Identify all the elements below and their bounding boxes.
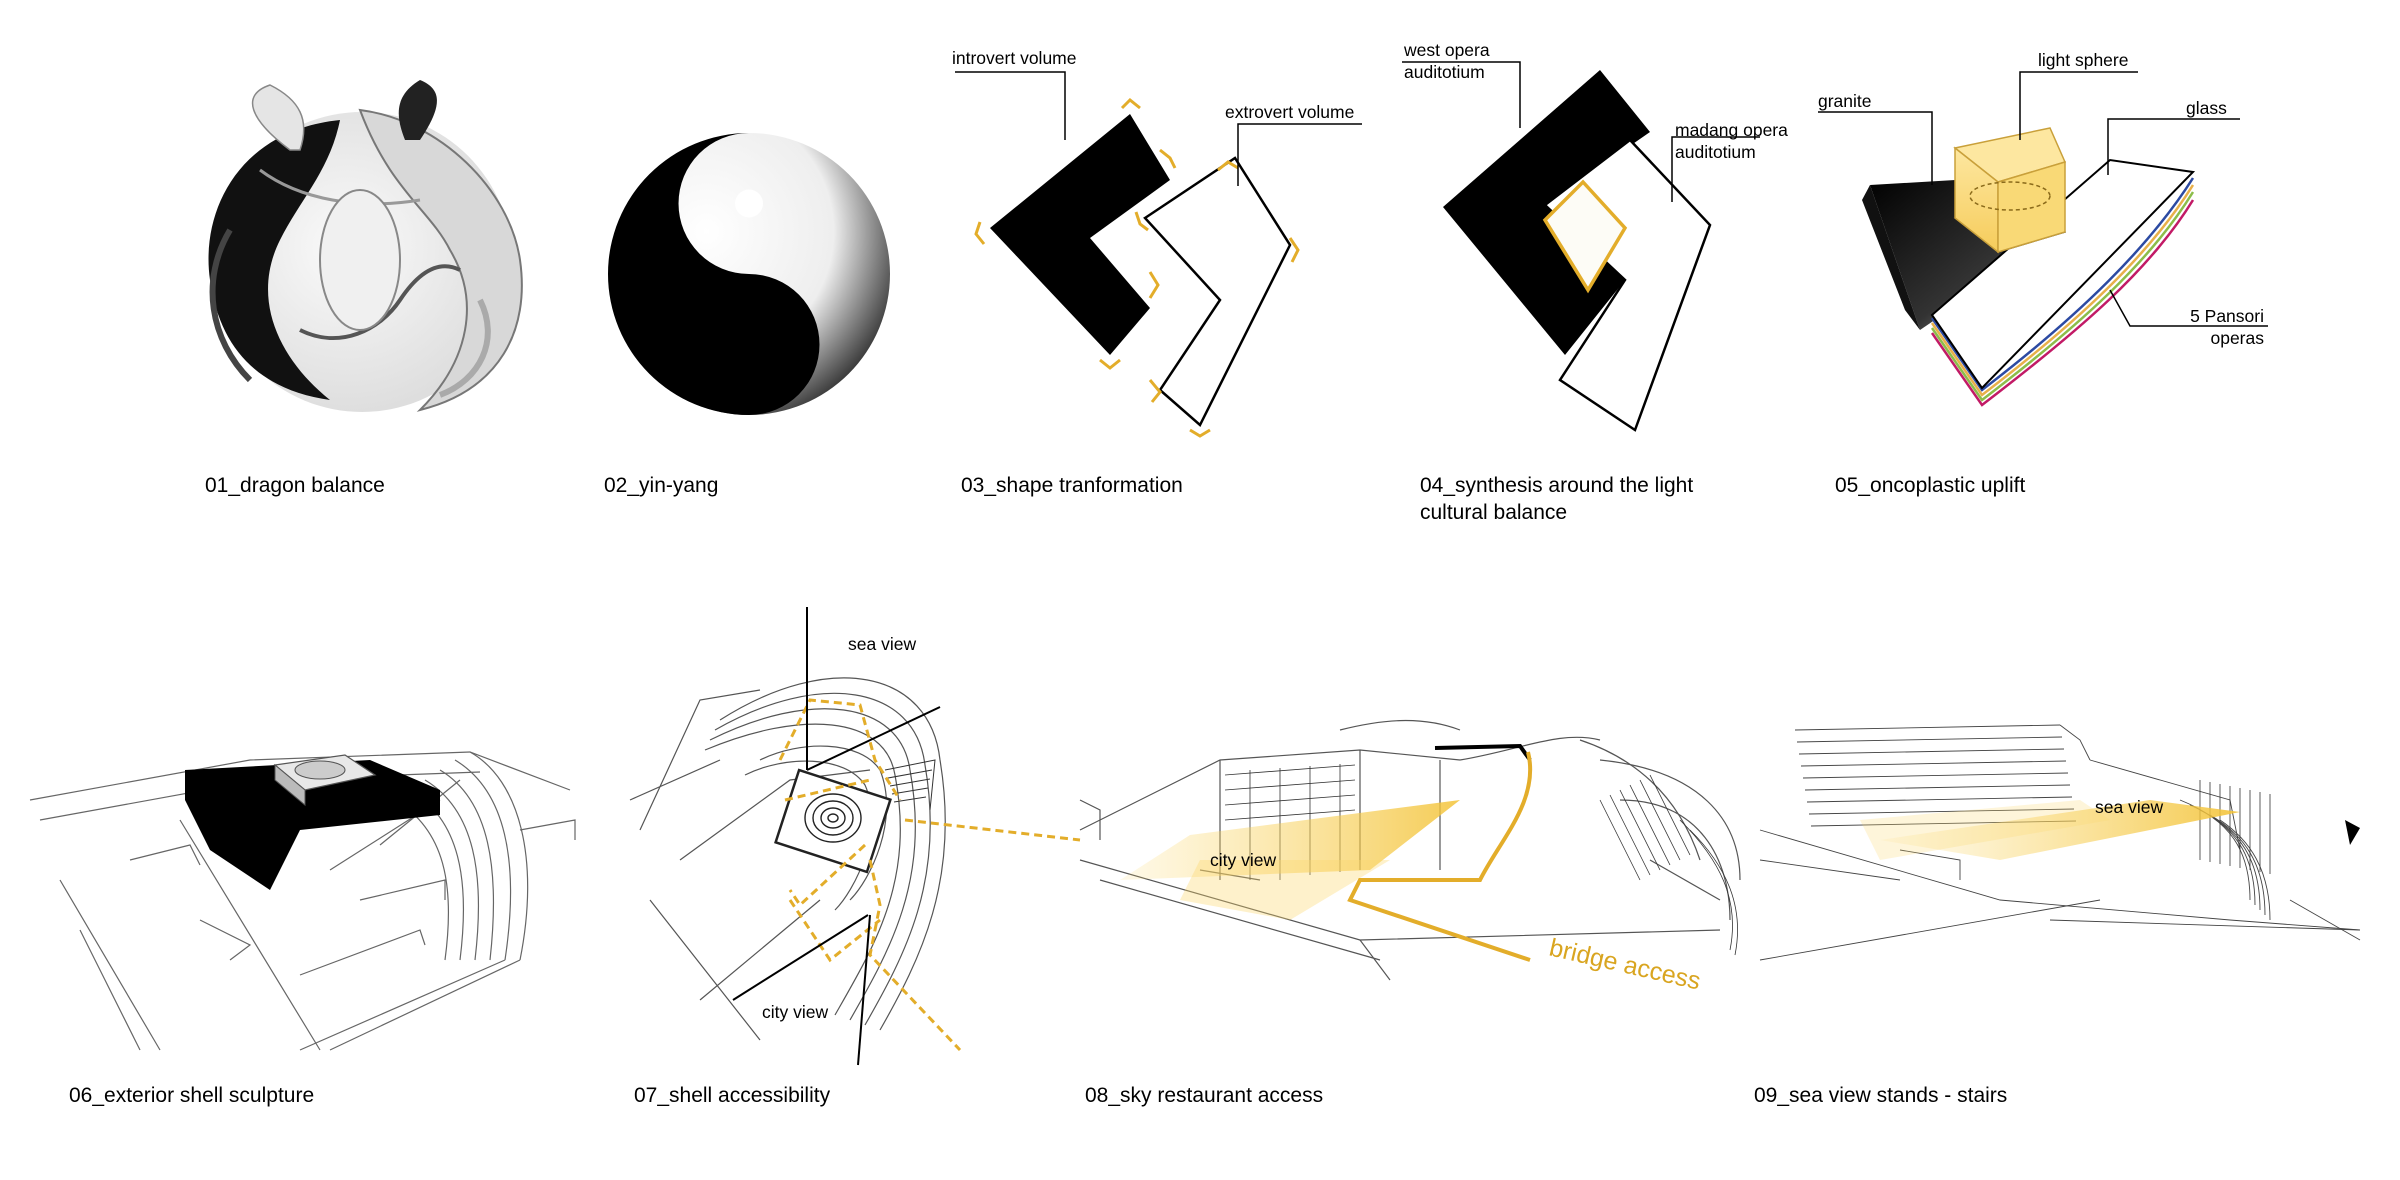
label-madang-opera-2: auditotium	[1675, 142, 1756, 162]
shape-transformation-diagram: introvert volume extrovert volume	[952, 48, 1362, 438]
caption-08: 08_sky restaurant access	[1085, 1084, 1323, 1107]
label-glass: glass	[2186, 98, 2227, 118]
oncoplastic-uplift-diagram: granite light sphere glass 5 Pansori ope…	[1818, 50, 2268, 407]
label-west-opera-2: auditotium	[1404, 62, 1485, 82]
label-sea-view-07: sea view	[848, 634, 916, 654]
label-bridge-access: bridge access	[1547, 934, 1704, 996]
caption-09: 09_sea view stands - stairs	[1754, 1084, 2007, 1107]
caption-04-line2: cultural balance	[1420, 501, 1567, 524]
shell-accessibility-drawing: sea view city view	[629, 607, 1081, 1066]
caption-03: 03_shape tranformation	[961, 474, 1183, 497]
label-pansori-1: 5 Pansori	[2190, 306, 2264, 326]
sea-view-stands-drawing: sea view	[1759, 724, 2361, 961]
label-madang-opera-1: madang opera	[1675, 120, 1788, 140]
label-extrovert-volume: extrovert volume	[1225, 102, 1354, 122]
exterior-shell-drawing	[29, 751, 576, 1051]
label-light-sphere: light sphere	[2038, 50, 2128, 70]
caption-01: 01_dragon balance	[205, 474, 385, 497]
caption-05: 05_oncoplastic uplift	[1835, 474, 2025, 497]
label-granite: granite	[1818, 91, 1872, 111]
sky-restaurant-drawing: city view bridge access	[1079, 719, 1741, 996]
dragon-balance-illustration	[208, 80, 523, 412]
label-city-view-07: city view	[762, 1002, 828, 1022]
caption-06: 06_exterior shell sculpture	[69, 1084, 314, 1107]
caption-04-line1: 04_synthesis around the light	[1420, 474, 1693, 497]
caption-07: 07_shell accessibility	[634, 1084, 831, 1107]
label-sea-view-09: sea view	[2095, 797, 2163, 817]
label-city-view-08: city view	[1210, 850, 1276, 870]
label-west-opera-1: west opera	[1403, 40, 1490, 60]
label-pansori-2: operas	[2210, 328, 2264, 348]
yin-yang-symbol	[608, 133, 890, 415]
synthesis-diagram: west opera auditotium madang opera audit…	[1402, 40, 1788, 432]
label-introvert-volume: introvert volume	[952, 48, 1077, 68]
caption-02: 02_yin-yang	[604, 474, 718, 497]
